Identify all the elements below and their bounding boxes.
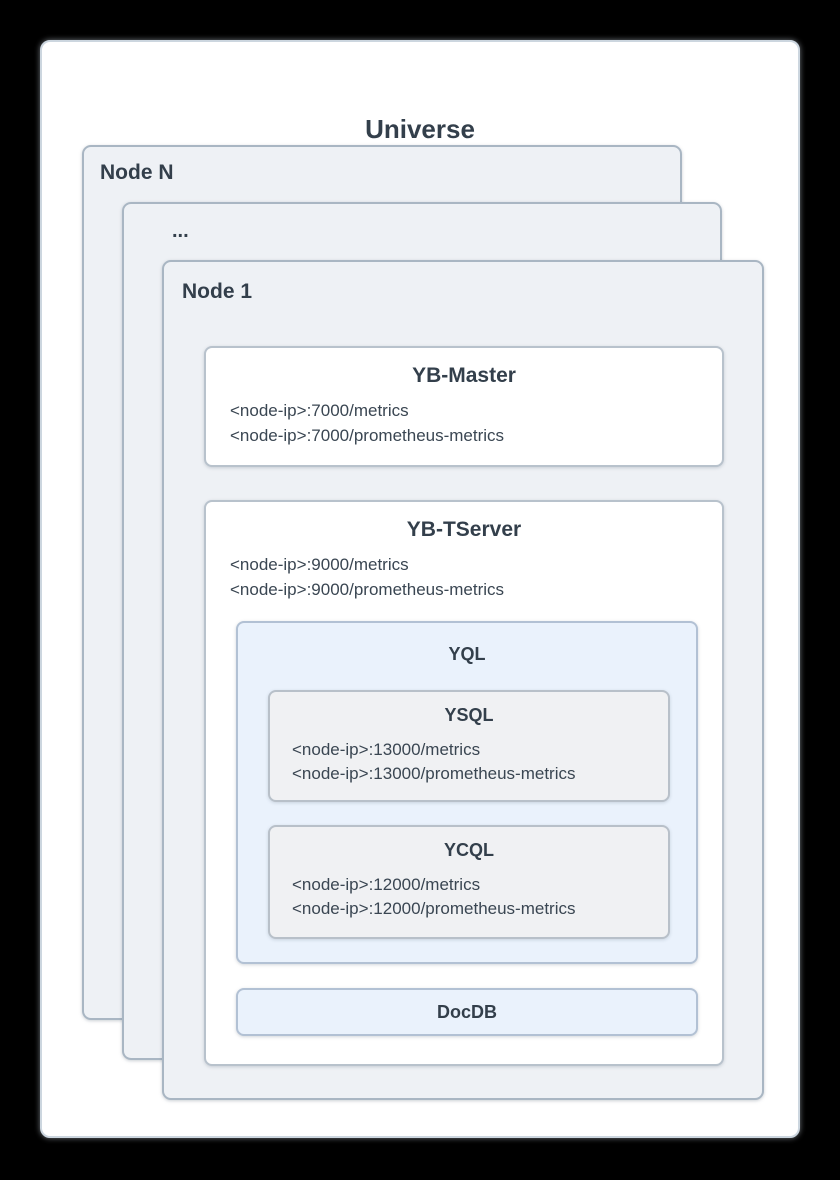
yb-tserver-box: YB-TServer <node-ip>:9000/metrics <node-… — [204, 500, 724, 1066]
node-1-label: Node 1 — [182, 280, 253, 303]
yb-tserver-metric-line: <node-ip>:9000/metrics — [230, 555, 409, 574]
ysql-box: YSQL <node-ip>:13000/metrics <node-ip>:1… — [268, 690, 670, 802]
universe-box: Universe Node N ... Node 1 YB-Master <no… — [40, 40, 800, 1138]
node-n-label: Node N — [100, 161, 174, 184]
yql-box: YQL YSQL <node-ip>:13000/metrics <node-i… — [236, 621, 698, 964]
yb-master-box: YB-Master <node-ip>:7000/metrics <node-i… — [204, 346, 724, 467]
ycql-box: YCQL <node-ip>:12000/metrics <node-ip>:1… — [268, 825, 670, 939]
ysql-metric-line: <node-ip>:13000/prometheus-metrics — [292, 764, 576, 783]
ycql-metric-line: <node-ip>:12000/prometheus-metrics — [292, 899, 576, 918]
yb-master-title: YB-Master — [412, 364, 516, 387]
yb-master-metric-line: <node-ip>:7000/prometheus-metrics — [230, 426, 505, 445]
docdb-box: DocDB — [236, 988, 698, 1036]
ycql-title: YCQL — [443, 840, 494, 860]
docdb-title: DocDB — [436, 1002, 497, 1022]
node-1-box: Node 1 YB-Master <node-ip>:7000/metrics … — [162, 260, 764, 1100]
yb-tserver-metric-line: <node-ip>:9000/prometheus-metrics — [230, 580, 505, 599]
ysql-title: YSQL — [444, 705, 494, 725]
yql-title: YQL — [448, 644, 486, 664]
yb-tserver-title: YB-TServer — [406, 518, 522, 541]
node-ellipsis-label: ... — [172, 220, 189, 242]
ysql-metrics: <node-ip>:13000/metrics <node-ip>:13000/… — [270, 738, 668, 786]
yb-master-metrics: <node-ip>:7000/metrics <node-ip>:7000/pr… — [206, 398, 722, 448]
yb-master-metric-line: <node-ip>:7000/metrics — [230, 401, 409, 420]
ycql-metric-line: <node-ip>:12000/metrics — [292, 875, 481, 894]
yb-tserver-metrics: <node-ip>:9000/metrics <node-ip>:9000/pr… — [206, 552, 722, 602]
ysql-metric-line: <node-ip>:13000/metrics — [292, 740, 481, 759]
universe-title: Universe — [365, 114, 475, 144]
ycql-metrics: <node-ip>:12000/metrics <node-ip>:12000/… — [270, 873, 668, 921]
